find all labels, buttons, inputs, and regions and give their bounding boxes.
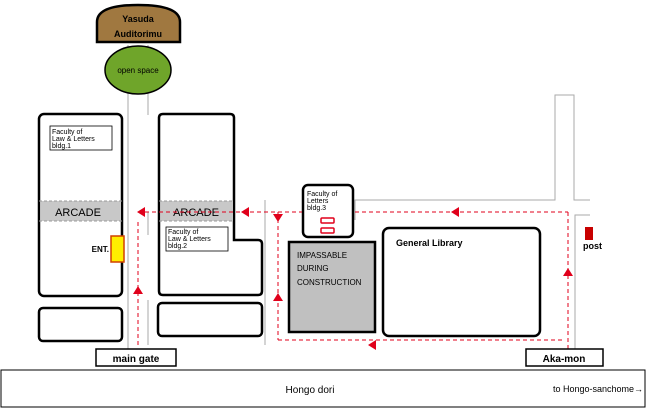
open-space: [104, 45, 172, 95]
arrow-left-library: [451, 207, 459, 217]
route-arrows: [133, 207, 573, 350]
to-hongo-sanchome-label: to Hongo-sanchome→: [553, 384, 643, 394]
construction-label-1: IMPASSABLE: [297, 251, 347, 260]
arcade-right-label: ARCADE: [173, 207, 219, 219]
aka-mon-label: Aka-mon: [543, 354, 586, 365]
aka-mon-box: [525, 348, 604, 367]
entrance-label: ENT.: [92, 245, 109, 254]
small-building-left: [37, 306, 124, 343]
law-letters-bldg-1-label-1: Faculty of: [52, 129, 82, 136]
law-letters-bldg-1-labelbox: [49, 125, 113, 151]
law-letters-bldg-1-label-3: bldg.1: [52, 143, 71, 150]
post-label: post: [583, 241, 602, 251]
law-letters-bldg-2-labelbox: [165, 226, 229, 252]
construction-area: [287, 240, 377, 334]
arrow-up-main-gate: [133, 286, 143, 294]
arrow-left-bottom: [368, 340, 376, 350]
law-letters-bldg-2-label-2: Law & Letters: [168, 236, 211, 243]
arrow-up-bldg2: [273, 293, 283, 301]
letters-bldg-3-label-1: Faculty of: [307, 191, 337, 198]
law-letters-bldg-2-label-1: Faculty of: [168, 229, 198, 236]
post-box: [585, 227, 593, 240]
letters-bldg-3-door-1: [320, 217, 335, 224]
letters-bldg-3-label-2: Letters: [307, 198, 329, 205]
road-outlines: [127, 45, 590, 355]
letters-bldg-3-label-3: bldg.3: [307, 205, 326, 212]
main-gate-label: main gate: [113, 354, 160, 365]
main-gate-box: [95, 348, 177, 367]
general-library-label: General Library: [396, 238, 463, 248]
walking-route: [137, 211, 569, 352]
arcade-left: [41, 201, 121, 221]
hongo-dori-label: Hongo dori: [286, 385, 335, 396]
yasuda-auditorium: [95, 3, 182, 44]
construction-label-3: CONSTRUCTION: [297, 278, 362, 287]
letters-bldg-3: [301, 183, 355, 239]
law-letters-bldg-2-label-3: bldg.2: [168, 243, 187, 250]
arcade-right: [161, 201, 233, 221]
arrow-down-bldg3: [273, 214, 283, 222]
arrow-left-arcade: [137, 207, 145, 217]
general-library: [381, 226, 542, 338]
law-letters-bldg-1-label-2: Law & Letters: [52, 136, 95, 143]
small-building-middle: [156, 301, 264, 338]
yasuda-label-2: Auditorimu: [114, 29, 162, 39]
arrow-up-aka-mon: [563, 268, 573, 276]
arcade-left-label: ARCADE: [55, 207, 101, 219]
letters-bldg-3-door-2: [320, 227, 335, 234]
yasuda-label-1: Yasuda: [122, 14, 155, 24]
hongo-dori-street: [0, 369, 646, 408]
construction-label-2: DURING: [297, 264, 329, 273]
open-space-label: open space: [117, 66, 159, 75]
arrow-left-bldg3: [241, 207, 249, 217]
entrance-marker: [110, 235, 125, 263]
